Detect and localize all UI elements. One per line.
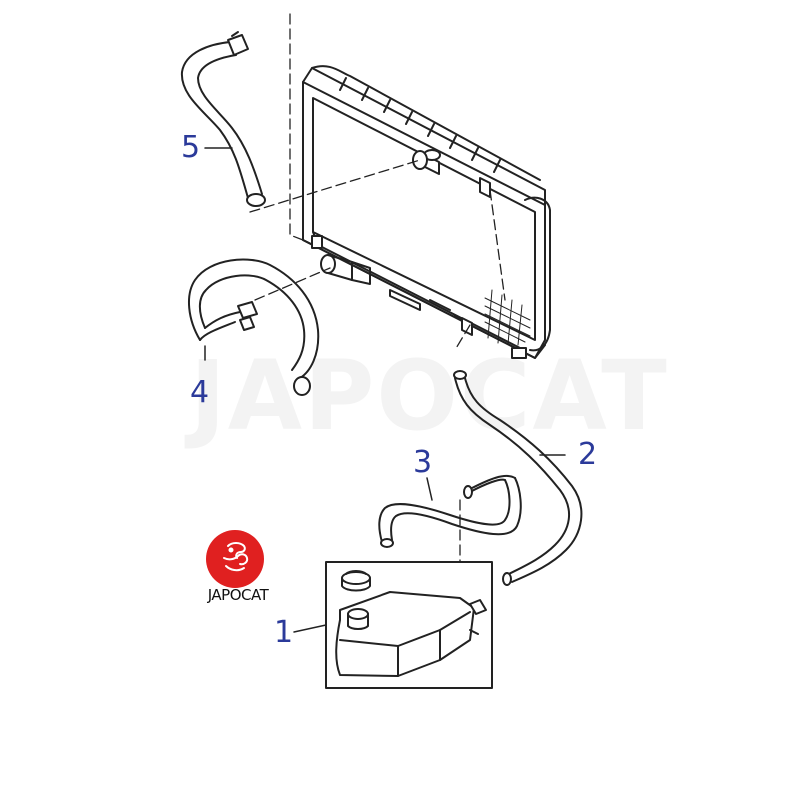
- cat-mark-icon: [223, 542, 249, 572]
- watermark: JAPOCAT: [190, 340, 669, 452]
- callout-2: 2: [578, 437, 598, 472]
- radiator-icon: [302, 65, 551, 359]
- overflow-hose-icon: [453, 370, 583, 586]
- callout-3: 3: [413, 445, 433, 480]
- callout-1: 1: [274, 615, 294, 650]
- logo-text: JAPOCAT: [207, 586, 269, 604]
- japocat-logo: JAPOCAT: [192, 530, 288, 610]
- coolant-reservoir-icon: [325, 561, 493, 689]
- reservoir-hose-icon: [378, 474, 522, 548]
- callout-4: 4: [190, 375, 210, 410]
- callout-5: 5: [181, 130, 201, 165]
- lower-radiator-hose-icon: [188, 258, 320, 396]
- upper-radiator-hose-icon: [180, 31, 266, 207]
